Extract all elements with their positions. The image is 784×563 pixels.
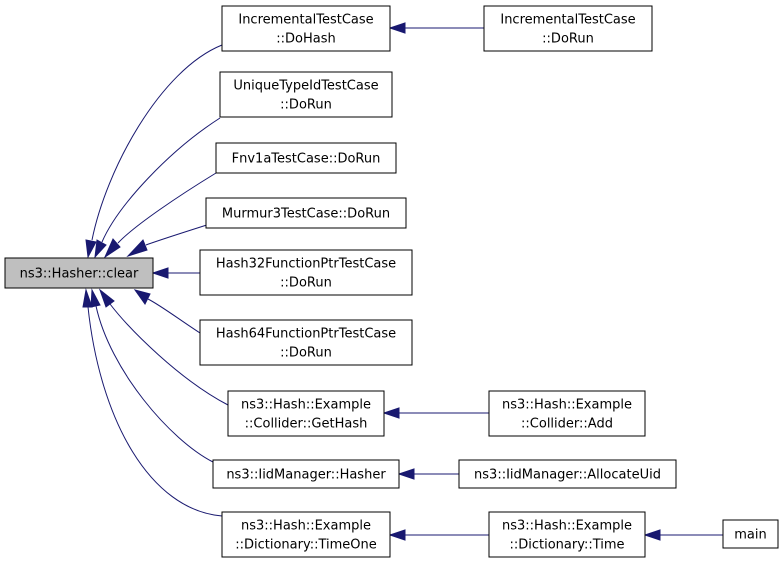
node-unique[interactable]: UniqueTypeIdTestCase::DoRun bbox=[219, 71, 393, 118]
node-box bbox=[221, 5, 391, 52]
arrowhead-icon bbox=[126, 239, 148, 258]
arrowhead-icon bbox=[98, 288, 115, 308]
node-box bbox=[227, 390, 385, 437]
node-label: UniqueTypeIdTestCase bbox=[233, 79, 378, 94]
node-iidhasher[interactable]: ns3::IidManager::Hasher bbox=[212, 459, 400, 489]
node-label: ::Collider::GetHash bbox=[245, 417, 368, 432]
edge-line bbox=[101, 117, 221, 243]
edge-main-to-time bbox=[643, 529, 723, 541]
edge-timeone-to-clear bbox=[82, 288, 223, 517]
node-label: ns3::Hash::Example bbox=[502, 398, 632, 413]
nodes-layer: ns3::Hasher::clear IncrementalTestCase::D… bbox=[4, 5, 779, 558]
edge-iidhasher-to-clear bbox=[90, 288, 214, 463]
node-box bbox=[199, 249, 413, 296]
node-box bbox=[215, 142, 397, 174]
edge-coladd-to-gethash bbox=[382, 407, 489, 419]
node-timeone[interactable]: ns3::Hash::Example::Dictionary::TimeOne bbox=[221, 511, 391, 558]
edge-h64-to-clear bbox=[133, 289, 201, 334]
arrowhead-icon bbox=[388, 529, 406, 541]
node-label: ns3::Hasher::clear bbox=[20, 267, 139, 282]
node-murmur[interactable]: Murmur3TestCase::DoRun bbox=[205, 197, 407, 229]
node-label: ::DoRun bbox=[280, 98, 332, 113]
node-alloc[interactable]: ns3::IidManager::AllocateUid bbox=[458, 459, 677, 489]
node-main[interactable]: main bbox=[722, 519, 779, 549]
node-coladd[interactable]: ns3::Hash::Example::Collider::Add bbox=[488, 390, 646, 437]
node-gethash[interactable]: ns3::Hash::Example::Collider::GetHash bbox=[227, 390, 385, 437]
node-time[interactable]: ns3::Hash::Example::Dictionary::Time bbox=[488, 511, 646, 558]
node-ith_hash[interactable]: IncrementalTestCase::DoHash bbox=[221, 5, 391, 52]
edge-line bbox=[87, 306, 223, 517]
edge-h32-to-clear bbox=[151, 267, 200, 279]
edge-unique-to-clear bbox=[94, 117, 221, 259]
node-clear[interactable]: ns3::Hasher::clear bbox=[4, 257, 154, 289]
node-label: ::Dictionary::TimeOne bbox=[235, 538, 377, 553]
node-label: Murmur3TestCase::DoRun bbox=[222, 207, 390, 222]
arrowhead-icon bbox=[151, 267, 169, 279]
node-label: ns3::Hash::Example bbox=[241, 398, 371, 413]
edges-layer bbox=[82, 22, 723, 541]
node-ith_run[interactable]: IncrementalTestCase::DoRun bbox=[483, 5, 653, 52]
node-label: ::DoRun bbox=[542, 32, 594, 47]
node-label: ::DoHash bbox=[276, 32, 335, 47]
edge-fnv-to-clear bbox=[103, 172, 217, 259]
node-label: ns3::IidManager::AllocateUid bbox=[474, 468, 661, 483]
edge-line bbox=[147, 298, 201, 334]
edge-time-to-timeone bbox=[388, 529, 489, 541]
edge-alloc-to-iidhasher bbox=[397, 468, 459, 480]
arrowhead-icon bbox=[82, 288, 93, 308]
node-box bbox=[458, 459, 677, 489]
node-h32[interactable]: Hash32FunctionPtrTestCase::DoRun bbox=[199, 249, 413, 296]
arrowhead-icon bbox=[85, 239, 97, 259]
node-label: ::DoRun bbox=[280, 276, 332, 291]
edge-ith_hash-to-clear bbox=[85, 44, 223, 259]
arrowhead-icon bbox=[388, 22, 406, 34]
node-box bbox=[205, 197, 407, 229]
arrowhead-icon bbox=[133, 289, 151, 305]
edge-gethash-to-clear bbox=[98, 288, 229, 406]
node-h64[interactable]: Hash64FunctionPtrTestCase::DoRun bbox=[199, 319, 413, 366]
node-box bbox=[488, 511, 646, 558]
node-label: ns3::Hash::Example bbox=[502, 519, 632, 534]
arrowhead-icon bbox=[94, 239, 107, 259]
node-label: ns3::IidManager::Hasher bbox=[226, 468, 386, 483]
node-label: IncrementalTestCase bbox=[500, 13, 635, 28]
arrowhead-icon bbox=[103, 238, 121, 259]
edge-line bbox=[95, 305, 214, 463]
edge-line bbox=[109, 303, 229, 406]
node-label: ns3::Hash::Example bbox=[241, 519, 371, 534]
node-fnv[interactable]: Fnv1aTestCase::DoRun bbox=[215, 142, 397, 174]
edge-line bbox=[91, 44, 223, 241]
node-label: ::Collider::Add bbox=[521, 417, 613, 432]
arrowhead-icon bbox=[643, 529, 661, 541]
node-box bbox=[199, 319, 413, 366]
arrowhead-icon bbox=[397, 468, 415, 480]
node-label: IncrementalTestCase bbox=[238, 13, 373, 28]
node-box bbox=[4, 257, 154, 289]
arrowhead-icon bbox=[382, 407, 400, 419]
node-label: main bbox=[734, 528, 766, 543]
node-box bbox=[722, 519, 779, 549]
node-box bbox=[212, 459, 400, 489]
edge-line bbox=[117, 172, 217, 244]
node-label: ::Dictionary::Time bbox=[509, 538, 624, 553]
node-label: Hash32FunctionPtrTestCase bbox=[216, 257, 396, 272]
node-box bbox=[488, 390, 646, 437]
node-label: ::DoRun bbox=[280, 346, 332, 361]
arrowhead-icon bbox=[90, 288, 101, 308]
node-label: Hash64FunctionPtrTestCase bbox=[216, 327, 396, 342]
node-box bbox=[483, 5, 653, 52]
node-box bbox=[221, 511, 391, 558]
node-label: Fnv1aTestCase::DoRun bbox=[232, 152, 381, 167]
node-box bbox=[219, 71, 393, 118]
edge-ith_run-to-ith_hash bbox=[388, 22, 484, 34]
